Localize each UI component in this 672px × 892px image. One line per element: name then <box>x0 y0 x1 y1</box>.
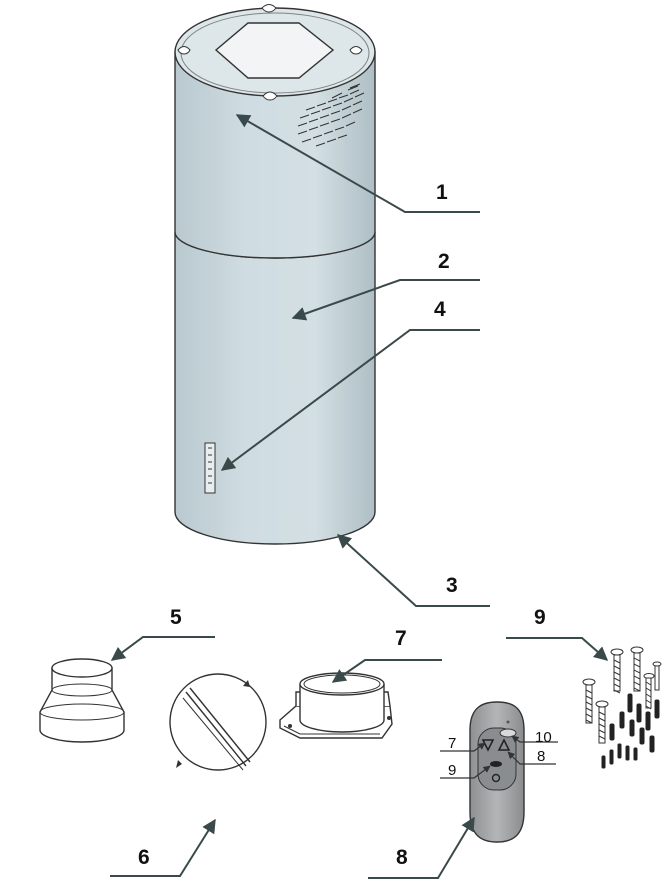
top-mount-tab <box>262 91 278 101</box>
callout-3: 3 <box>446 574 458 597</box>
callout-8: 8 <box>396 846 408 869</box>
wall-plug <box>601 693 660 769</box>
screw <box>582 678 596 724</box>
leader-7 <box>331 659 442 683</box>
remote-callout-7: 7 <box>448 735 456 752</box>
mounting-flange <box>279 672 393 739</box>
callout-2: 2 <box>438 250 450 273</box>
leader-r7 <box>440 742 486 752</box>
leader-5 <box>110 636 215 661</box>
anti-backflow-disc <box>169 673 267 771</box>
leader-8 <box>368 816 475 879</box>
power-button <box>499 728 517 738</box>
fan-up-button <box>497 738 511 751</box>
callout-6: 6 <box>138 846 150 869</box>
vent-grille <box>297 83 365 147</box>
remote-callout-9: 9 <box>448 762 456 779</box>
callout-4: 4 <box>434 298 446 321</box>
leader-4 <box>220 329 480 471</box>
screw <box>652 661 662 691</box>
callout-7: 7 <box>395 627 407 650</box>
leader-2 <box>291 279 480 321</box>
leader-1 <box>235 114 480 213</box>
callout-9: 9 <box>534 606 546 629</box>
leader-9 <box>506 637 609 661</box>
screw <box>643 673 655 710</box>
light-button <box>491 773 501 783</box>
timer-button <box>490 761 502 767</box>
screw <box>595 700 609 744</box>
lower-chimney <box>174 231 376 545</box>
callout-1: 1 <box>436 181 448 204</box>
top-mount-tab <box>349 46 363 55</box>
top-opening <box>214 22 335 79</box>
leader-6 <box>110 818 216 877</box>
remote-callout-8: 8 <box>537 748 545 765</box>
leader-r9 <box>440 765 491 779</box>
remote-callout-10: 10 <box>535 729 552 746</box>
leader-3 <box>336 534 490 607</box>
control-label-strip <box>204 442 216 494</box>
leader-r10 <box>511 735 558 743</box>
screw-kit <box>582 646 662 769</box>
top-mount-tab <box>177 46 191 55</box>
remote-control <box>469 701 525 843</box>
duct-reducer <box>39 658 125 743</box>
leader-r8 <box>507 751 556 765</box>
top-mount-tab <box>261 4 277 13</box>
screw <box>630 646 644 692</box>
callout-5: 5 <box>170 606 182 629</box>
screw <box>610 648 624 694</box>
hood-cylinder <box>174 4 376 545</box>
